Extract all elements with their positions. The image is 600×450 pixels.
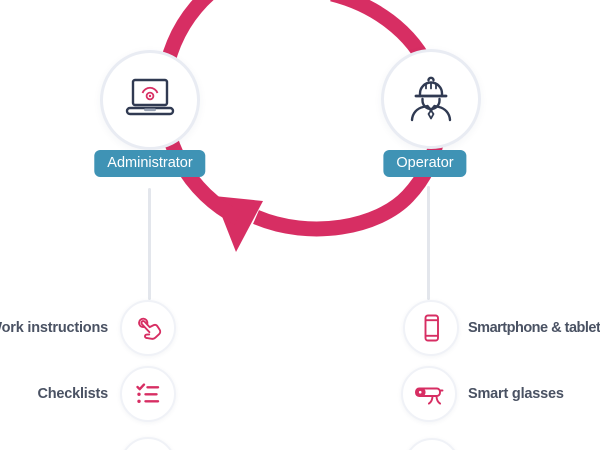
item-label-work-instructions: Work instructions bbox=[0, 320, 108, 336]
smartphone-tablets-item bbox=[403, 300, 459, 356]
administrator-node bbox=[100, 50, 200, 150]
smart-glasses-item bbox=[401, 366, 457, 422]
operator-connector-line bbox=[427, 186, 430, 300]
administrator-connector-line bbox=[148, 188, 151, 300]
smart-glasses-icon bbox=[415, 387, 444, 405]
smartphone-icon bbox=[424, 314, 439, 342]
item-label-smart-glasses: Smart glasses bbox=[468, 386, 564, 402]
touch-gesture-icon bbox=[138, 317, 162, 340]
checklist-icon bbox=[136, 383, 160, 403]
worker-hardhat-icon bbox=[410, 76, 452, 122]
operator-badge: Operator bbox=[383, 150, 467, 177]
checklists-item bbox=[120, 366, 176, 422]
operator-node bbox=[381, 49, 481, 149]
item-label-checklists: Checklists bbox=[37, 386, 108, 402]
administrator-badge: Administrator bbox=[94, 150, 206, 177]
work-instructions-item bbox=[120, 300, 176, 356]
item-label-smartphone-tablets: Smartphone & tablets bbox=[468, 320, 600, 336]
laptop-broadcast-icon bbox=[125, 78, 175, 116]
